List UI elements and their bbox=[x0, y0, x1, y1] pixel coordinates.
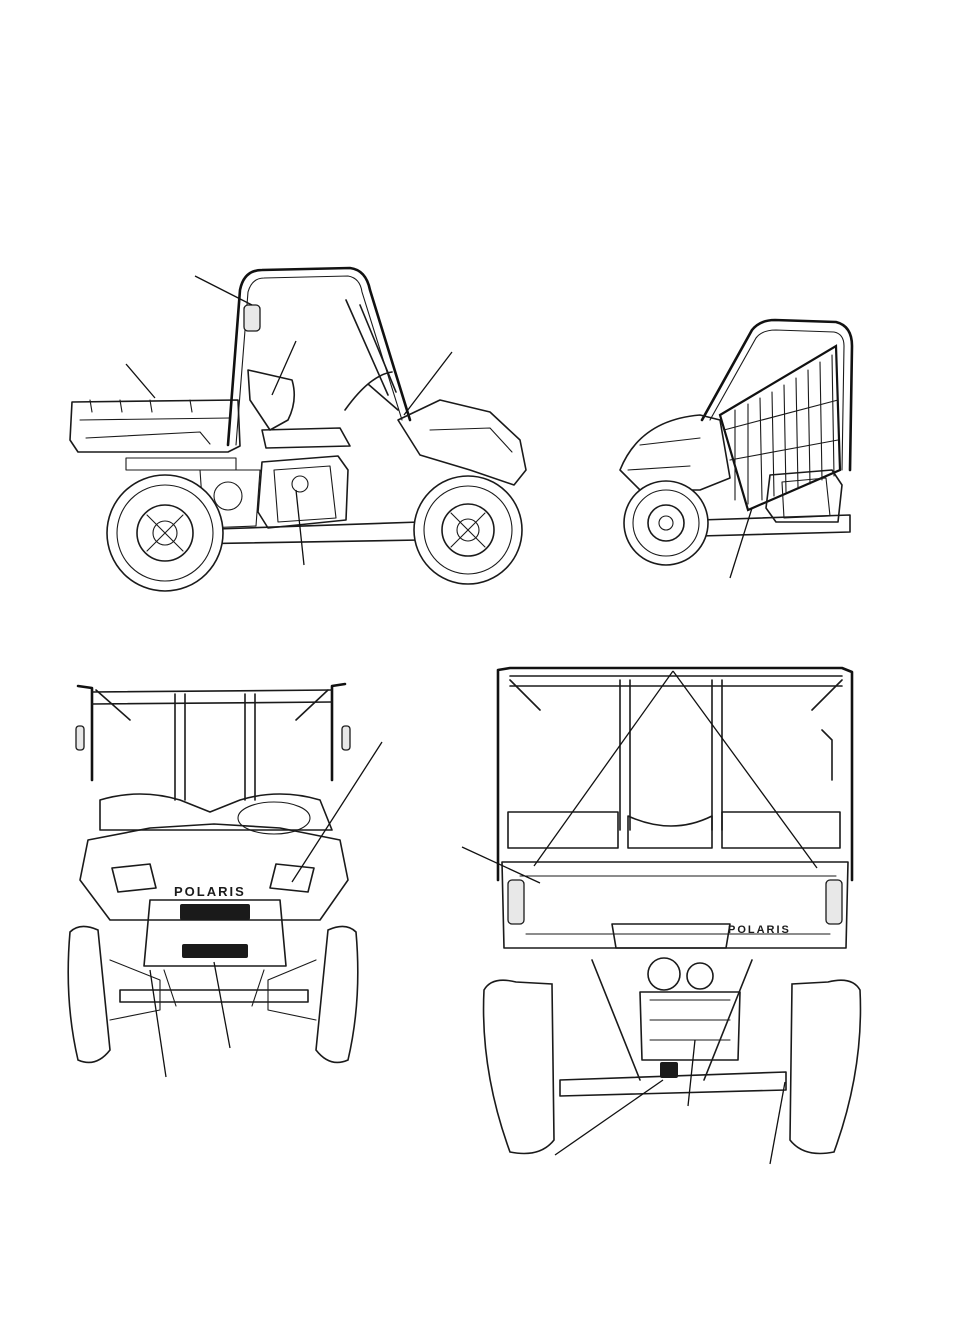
vehicle-front-view: POLARIS bbox=[67, 682, 383, 1078]
vehicle-left-side-view bbox=[69, 266, 527, 592]
front-logo: POLARIS bbox=[174, 884, 246, 899]
rear-logo: POLARIS bbox=[728, 924, 791, 936]
vehicle-rear-view: POLARIS bbox=[461, 666, 862, 1165]
vehicle-right-side-view bbox=[619, 318, 854, 579]
